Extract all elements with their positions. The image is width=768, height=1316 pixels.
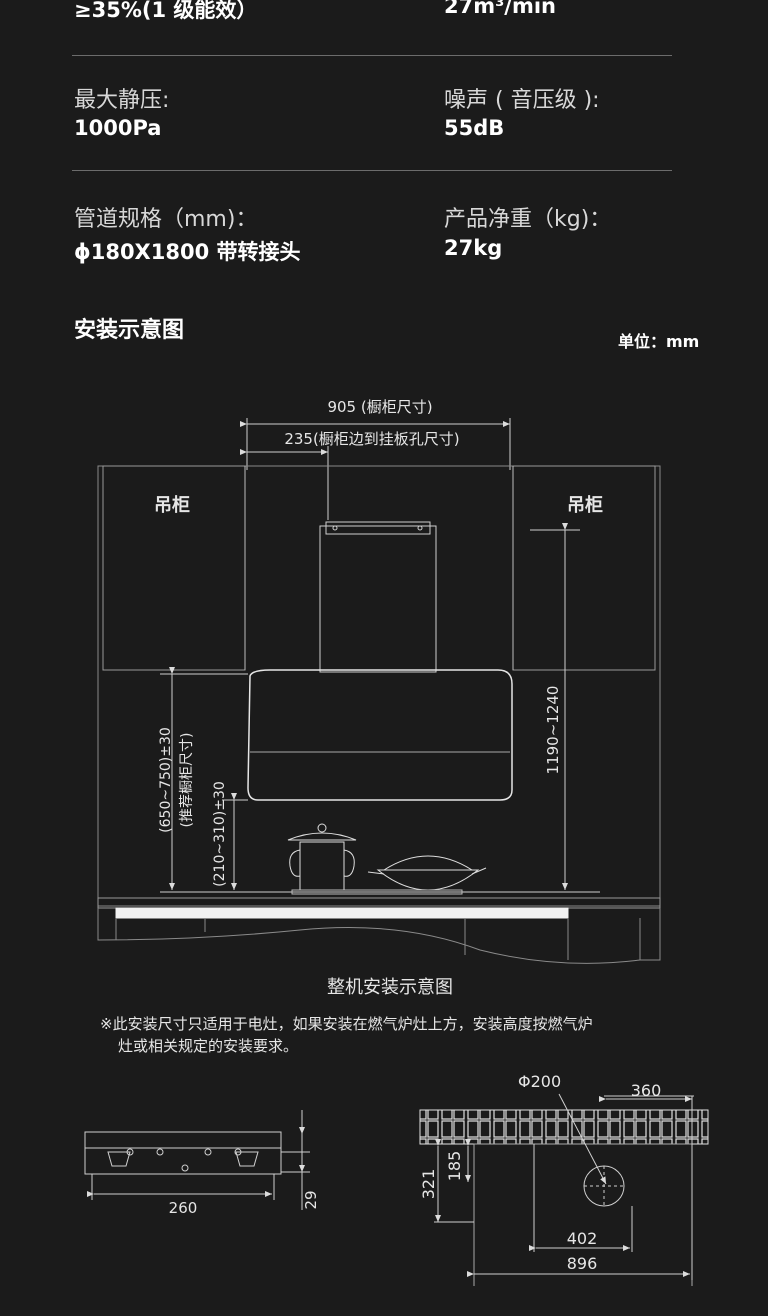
energy-efficiency-value: ≥35%(1 级能效） [74, 0, 258, 22]
bracket-height-label: 29 [302, 1190, 320, 1209]
diagram-caption: 整机安装示意图 [327, 977, 453, 998]
dim-321-label: 321 [419, 1169, 438, 1200]
noise-label: 噪声 ( 音压级 ): [444, 88, 600, 113]
bracket-width-label: 260 [169, 1199, 198, 1217]
dim-402-label: 402 [567, 1229, 598, 1248]
dim-650-label: (650~750)±30 [158, 727, 174, 833]
duct-spec-label: 管道规格（mm)： [74, 207, 258, 232]
divider [72, 55, 672, 56]
static-pressure-value: 1000Pa [74, 116, 162, 140]
dim-650-note: (推荐橱柜尺寸) [179, 733, 195, 828]
dim-905-label: 905 (橱柜尺寸) [327, 398, 432, 416]
dim-360-label: 360 [631, 1081, 662, 1100]
dim-896-label: 896 [567, 1254, 598, 1273]
static-pressure-label: 最大静压: [74, 88, 170, 113]
left-cabinet-label: 吊柜 [154, 494, 190, 516]
noise-value: 55dB [444, 116, 505, 140]
installation-diagram: 905 (橱柜尺寸) 235(橱柜边到挂板孔尺寸) 吊柜 吊柜 1190~124… [97, 398, 661, 964]
net-weight-label: 产品净重（kg)： [444, 207, 612, 232]
net-weight-value: 27kg [444, 236, 503, 260]
dim-235-label: 235(橱柜边到挂板孔尺寸) [284, 430, 459, 448]
dim-1190-label: 1190~1240 [544, 686, 562, 775]
dim-210-label: (210~310)±30 [212, 781, 228, 887]
dim-phi200-label: Φ200 [518, 1072, 561, 1091]
right-cabinet-label: 吊柜 [567, 494, 603, 516]
dim-185-label: 185 [445, 1151, 464, 1182]
duct-hole-diagram: Φ200 360 185 321 402 896 [419, 1072, 709, 1286]
note-line-2: 灶或相关规定的安装要求。 [118, 1037, 299, 1055]
section-title: 安装示意图 [74, 318, 185, 343]
note-line-1: ※此安装尺寸只适用于电灶，如果安装在燃气炉灶上方，安装高度按燃气炉 [100, 1015, 593, 1033]
bracket-diagram: 260 29 [84, 1110, 320, 1217]
duct-spec-value: ϕ180X1800 带转接头 [74, 240, 301, 264]
unit-label: 单位：mm [618, 332, 700, 351]
airflow-value: 27m³/min [444, 0, 557, 18]
divider [72, 170, 672, 171]
